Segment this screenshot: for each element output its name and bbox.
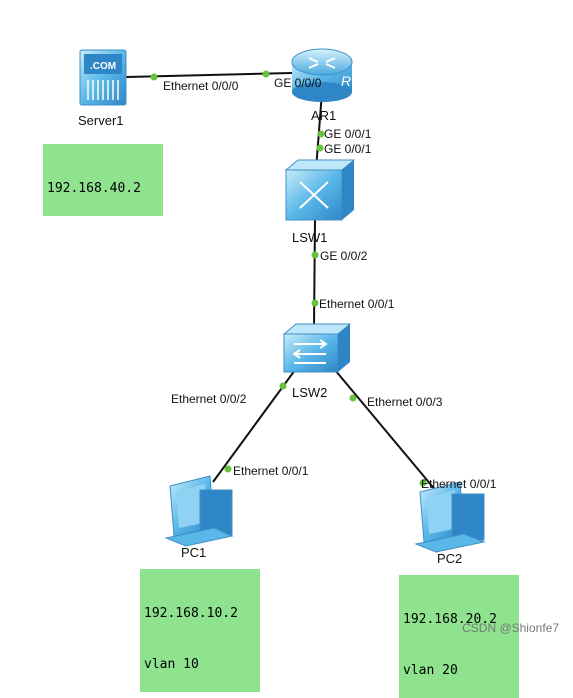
port-dot-ar1-ge001 <box>317 130 325 138</box>
port-label-ar1-ge001: GE 0/0/1 <box>324 127 372 141</box>
note-pc1-vlan: vlan 10 <box>144 657 199 672</box>
pc-icon[interactable] <box>164 475 234 547</box>
note-pc2-ip: 192.168.20.2 <box>403 612 497 627</box>
device-name-lsw2: LSW2 <box>292 385 328 400</box>
svg-text:R: R <box>341 73 351 89</box>
port-dots <box>150 70 427 487</box>
device-name-pc1: PC1 <box>181 545 207 560</box>
port-label-lsw2-eth001: Ethernet 0/0/1 <box>319 297 395 311</box>
topology-canvas: .COM R <box>79 48 486 553</box>
router-icon[interactable]: R <box>291 48 353 102</box>
port-label-lsw1-ge001: GE 0/0/1 <box>324 142 372 156</box>
link-lsw1-lsw2 <box>313 219 316 328</box>
watermark: CSDN @Shionfe7 <box>462 621 559 635</box>
note-pc1-ip: 192.168.10.2 <box>144 606 238 621</box>
link-lsw2-pc2 <box>334 369 438 493</box>
port-label-ar1-ge000: GE 0/0/0 <box>274 76 322 90</box>
port-dot-ar1-ge000 <box>262 70 270 78</box>
note-pc2: 192.168.20.2 vlan 20 <box>399 575 519 698</box>
l2-switch-icon[interactable] <box>282 323 352 373</box>
port-label-lsw2-eth003: Ethernet 0/0/3 <box>367 395 443 409</box>
note-pc2-vlan: vlan 20 <box>403 663 458 678</box>
note-pc1: 192.168.10.2 vlan 10 <box>140 569 260 692</box>
port-dot-pc2-eth001 <box>419 479 427 487</box>
port-dot-lsw1-ge002 <box>311 251 319 259</box>
port-dot-lsw2-eth001 <box>311 299 319 307</box>
server-icon-text: .COM <box>90 61 116 72</box>
port-dot-lsw2-eth002 <box>279 382 287 390</box>
server-icon[interactable]: .COM <box>79 49 127 106</box>
link-ar1-lsw1 <box>315 91 323 171</box>
note-server1: 192.168.40.2 <box>43 144 163 216</box>
port-dot-lsw1-ge001 <box>316 144 324 152</box>
device-name-lsw1: LSW1 <box>292 230 328 245</box>
port-dot-server1-eth000 <box>150 73 158 81</box>
port-dot-pc1-eth001 <box>224 465 232 473</box>
port-label-lsw1-ge002: GE 0/0/2 <box>320 249 368 263</box>
port-label-pc1-eth001: Ethernet 0/0/1 <box>233 464 309 478</box>
port-label-server1-eth000: Ethernet 0/0/0 <box>163 79 239 93</box>
pc-icon[interactable] <box>414 481 486 553</box>
port-label-pc2-eth001: Ethernet 0/0/1 <box>421 477 497 491</box>
port-label-lsw2-eth002: Ethernet 0/0/2 <box>171 392 247 406</box>
device-name-server1: Server1 <box>78 113 124 128</box>
device-name-ar1: AR1 <box>311 108 337 123</box>
note-server1-ip: 192.168.40.2 <box>47 181 141 196</box>
device-name-pc2: PC2 <box>437 551 463 566</box>
port-dot-lsw2-eth003 <box>349 394 357 402</box>
l3-switch-icon[interactable] <box>284 159 356 221</box>
